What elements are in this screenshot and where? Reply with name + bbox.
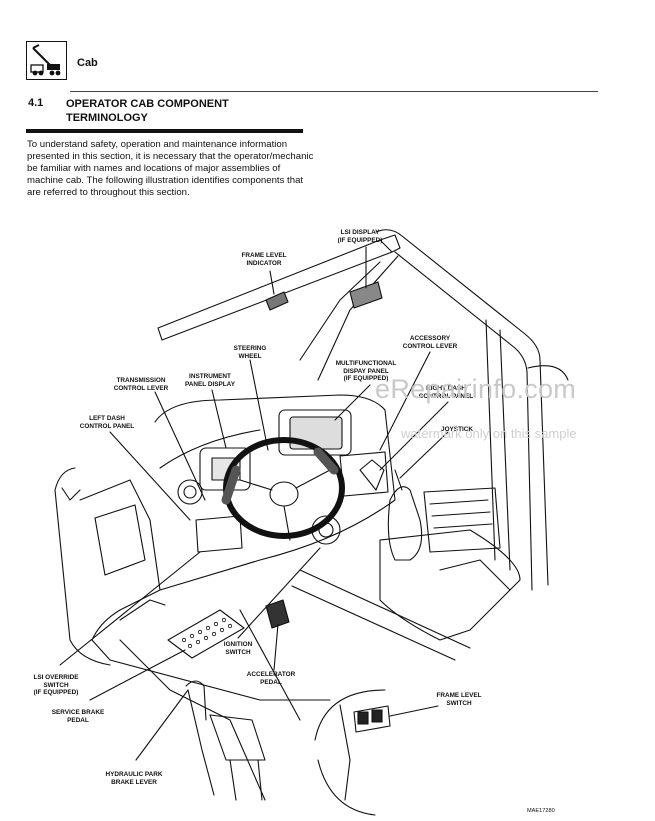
callout-frame-level-indicator: FRAME LEVEL INDICATOR xyxy=(241,252,287,267)
intro-paragraph: To understand safety, operation and main… xyxy=(27,139,314,199)
callout-frame-level-switch: FRAME LEVEL SWITCH xyxy=(436,692,482,707)
callout-transmission-control-lever: TRANSMISSION CONTROL LEVER xyxy=(113,377,169,392)
callout-accelerator-pedal: ACCELERATOR PEDAL xyxy=(246,671,296,686)
chapter-title: Cab xyxy=(77,57,98,69)
cab-machine-icon xyxy=(26,41,67,80)
callout-hydraulic-park-brake-lever: HYDRAULIC PARK BRAKE LEVER xyxy=(105,771,163,786)
section-divider xyxy=(26,129,303,133)
watermark-text: eRepairinfo.com xyxy=(375,374,577,404)
callout-service-brake-pedal: SERVICE BRAKE PEDAL xyxy=(51,709,105,724)
section-title: OPERATOR CAB COMPONENT TERMINOLOGY xyxy=(66,98,229,124)
callout-steering-wheel: STEERING WHEEL xyxy=(233,345,267,360)
callout-accessory-control-lever: ACCESSORY CONTROL LEVER xyxy=(402,335,458,350)
callout-right-dash-control-panel: RIGHT DASH CONTROL PANEL xyxy=(418,385,474,400)
callout-lsi-display: LSI DISPLAY (IF EQUIPPED) xyxy=(337,229,383,244)
header-divider xyxy=(70,91,598,92)
watermark-subtext: watermark only on this sample xyxy=(401,426,577,441)
section-number: 4.1 xyxy=(28,97,44,109)
figure-id: MAE17280 xyxy=(527,808,555,814)
callout-multifunctional-display-panel: MULTIFUNCTIONAL DISPAY PANEL (IF EQUIPPE… xyxy=(335,360,397,383)
callout-joystick: JOYSTICK xyxy=(441,426,473,433)
callout-ignition-switch: IGNITION SWITCH xyxy=(223,641,253,656)
callout-left-dash-control-panel: LEFT DASH CONTROL PANEL xyxy=(79,415,135,430)
callout-lsi-override-switch: LSI OVERRIDE SWITCH (IF EQUIPPED) xyxy=(33,674,79,697)
callout-instrument-panel-display: INSTRUMENT PANEL DISPLAY xyxy=(185,373,235,388)
